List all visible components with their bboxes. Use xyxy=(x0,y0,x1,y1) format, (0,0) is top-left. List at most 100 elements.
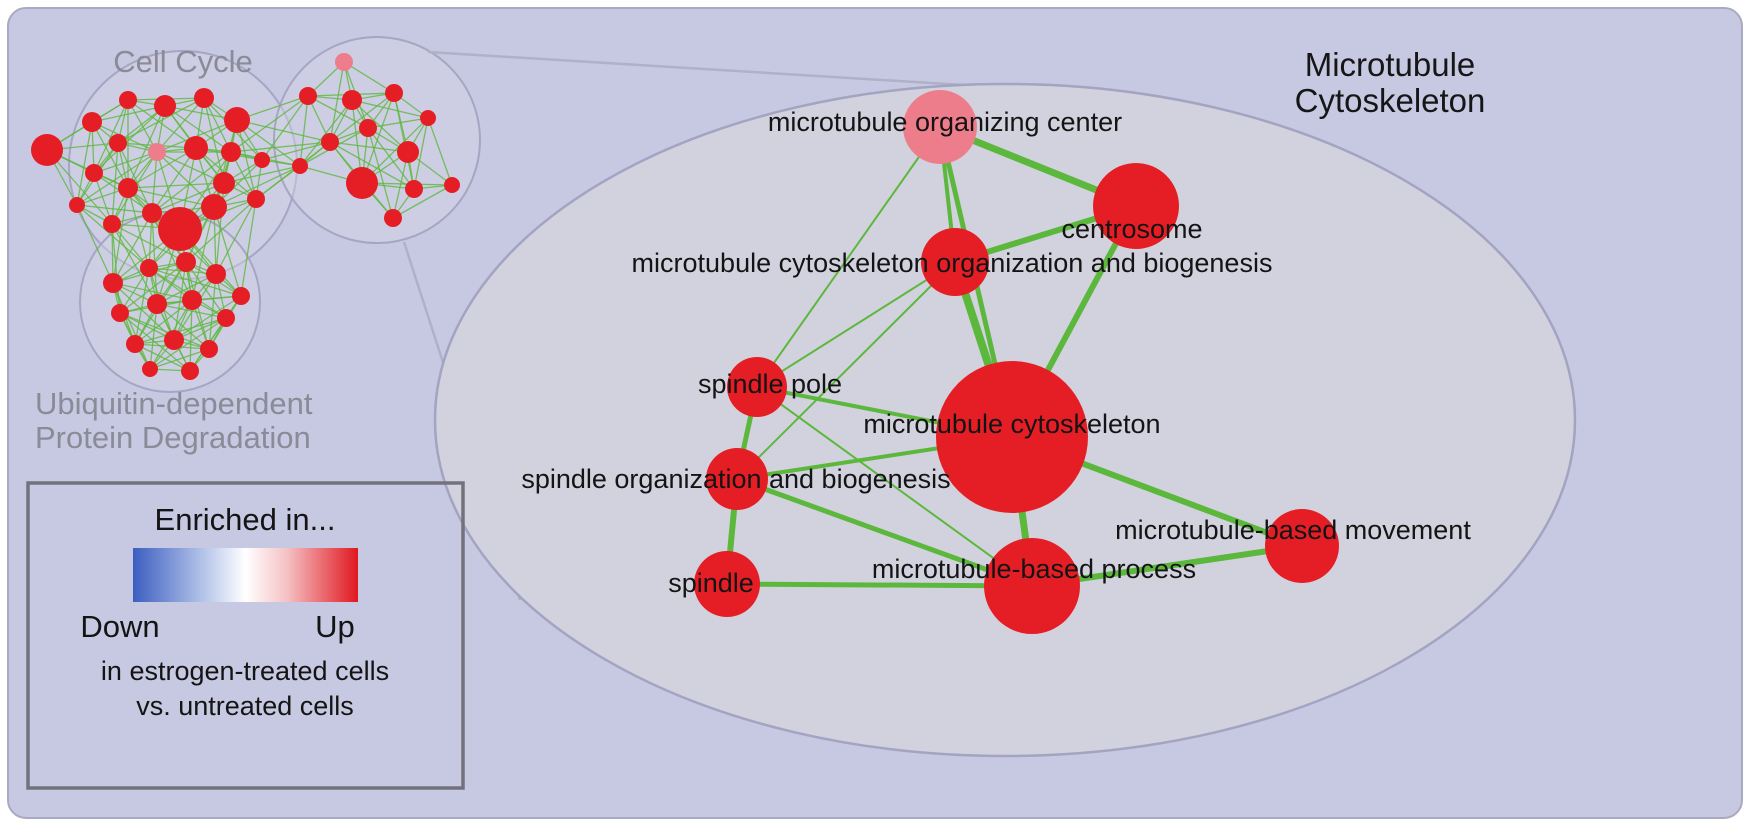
mini-node xyxy=(385,84,403,102)
mini-edge xyxy=(93,172,113,225)
mini-edge xyxy=(134,267,150,345)
mini-node xyxy=(221,142,241,162)
mini-node xyxy=(142,361,158,377)
label-mc: microtubule cytoskeleton xyxy=(863,409,1160,439)
mini-node xyxy=(254,152,270,168)
mini-node xyxy=(176,252,196,272)
main-network-labels: microtubule organizing centercentrosomem… xyxy=(521,107,1471,598)
node-moc xyxy=(903,90,977,164)
mini-node xyxy=(217,309,235,327)
mini-edge xyxy=(127,99,158,153)
mini-edge xyxy=(215,198,257,275)
edge-spindle_pole-mbp xyxy=(756,386,1033,587)
mini-node xyxy=(346,167,378,199)
mini-edge xyxy=(203,97,232,153)
mini-edge xyxy=(156,151,225,184)
mini-edge xyxy=(151,151,232,214)
mini-edge xyxy=(223,165,301,184)
mini-node xyxy=(321,133,339,151)
mini-node xyxy=(182,290,202,310)
mini-node xyxy=(31,134,63,166)
mini-edge xyxy=(156,303,210,350)
legend: Enriched in... Down Up in estrogen-treat… xyxy=(26,481,465,790)
mini-edge xyxy=(236,119,301,167)
mini-edge xyxy=(329,61,345,143)
mini-node xyxy=(85,164,103,182)
mini-edge xyxy=(112,282,151,370)
mini-edge xyxy=(299,95,309,167)
edge-spindle-mbp xyxy=(726,581,1033,589)
mini-node xyxy=(359,119,377,137)
legend-caption-line1: in estrogen-treated cells xyxy=(101,656,389,686)
mini-edge xyxy=(213,165,301,208)
mini-edge xyxy=(119,312,210,350)
node-mc xyxy=(936,361,1088,513)
mini-edge xyxy=(299,99,353,167)
mini-edge xyxy=(255,165,301,200)
label-spindle_pole: spindle pole xyxy=(698,369,842,399)
label-spindle: spindle xyxy=(668,568,754,598)
mini-node xyxy=(420,110,436,126)
mini-edge xyxy=(261,95,309,161)
mini-edge xyxy=(329,141,415,190)
legend-down-label: Down xyxy=(80,609,159,644)
mini-edge xyxy=(392,184,453,219)
mini-edge xyxy=(351,99,429,119)
mini-edge xyxy=(111,223,187,263)
mini-node xyxy=(119,91,137,109)
edge-mco-spindle_org xyxy=(736,261,956,480)
mini-edge xyxy=(164,105,232,153)
mini-node xyxy=(384,209,402,227)
label-moc: microtubule organizing center xyxy=(768,107,1122,137)
mini-edge xyxy=(329,141,409,153)
mini-edge xyxy=(119,261,187,314)
mini-edge xyxy=(156,151,215,208)
mini-node xyxy=(247,190,265,208)
legend-caption-line2: vs. untreated cells xyxy=(136,691,354,721)
mini-node xyxy=(69,197,85,213)
mini-node xyxy=(103,273,123,293)
mini-edge xyxy=(343,61,395,94)
mini-node xyxy=(118,178,138,198)
mini-edge xyxy=(149,348,210,370)
mini-node xyxy=(405,180,423,198)
mini-edge xyxy=(156,273,217,305)
mini-node xyxy=(200,340,218,358)
mini-node xyxy=(181,362,199,380)
connector-line-0 xyxy=(427,50,981,88)
mini-edge xyxy=(93,99,129,174)
mini-edge xyxy=(148,267,242,297)
mini-edge xyxy=(329,92,395,143)
mini-edge xyxy=(117,97,205,144)
mini-node xyxy=(109,134,127,152)
label-mbp: microtubule-based process xyxy=(872,554,1196,584)
node-mco xyxy=(921,228,989,296)
mini-edge xyxy=(173,295,242,341)
mini-node xyxy=(103,215,121,233)
legend-title: Enriched in... xyxy=(155,502,336,537)
mini-edge xyxy=(151,147,197,214)
mini-edge xyxy=(151,182,225,214)
mini-edge xyxy=(112,282,193,301)
mini-node xyxy=(194,88,214,108)
node-centrosome xyxy=(1093,163,1179,249)
mini-edge xyxy=(230,141,331,153)
mini-edge xyxy=(427,117,453,186)
mini-network-nodes xyxy=(31,53,460,380)
mini-edge xyxy=(127,187,215,208)
mini-edge xyxy=(46,149,113,225)
mini-node xyxy=(184,136,208,160)
label-mbm: microtubule-based movement xyxy=(1115,515,1471,545)
mini-edge xyxy=(367,127,394,219)
mini-edge xyxy=(111,223,150,269)
mini-node xyxy=(206,264,226,284)
mini-node xyxy=(232,287,250,305)
node-mbp xyxy=(984,538,1080,634)
ubiquitin-title-line1: Ubiquitin-dependent xyxy=(35,386,313,421)
mini-edge xyxy=(213,206,242,297)
legend-up-label: Up xyxy=(315,609,355,644)
node-mbm xyxy=(1265,509,1339,583)
mini-edge xyxy=(76,151,158,206)
